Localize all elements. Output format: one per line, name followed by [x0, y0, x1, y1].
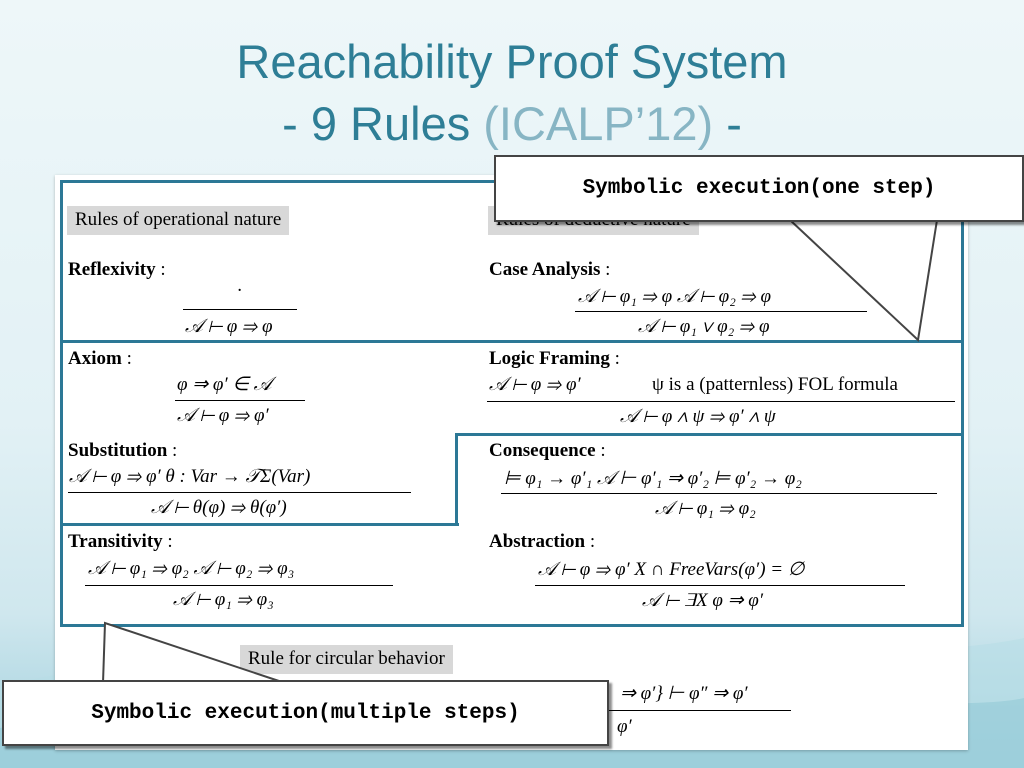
- rule-name-substitution: Substitution :: [68, 440, 178, 461]
- logic-framing-rule-bar: [487, 401, 955, 402]
- reflexivity-rule-bar: [183, 309, 297, 310]
- rule-name-case-analysis: Case Analysis :: [489, 259, 611, 280]
- rule-name-logic-framing: Logic Framing :: [489, 348, 620, 369]
- rule-name-transitivity: Transitivity :: [68, 531, 173, 552]
- section-circular: Rule for circular behavior: [240, 645, 453, 674]
- slide-title: Reachability Proof System: [236, 35, 788, 88]
- substitution-premise: 𝒜 ⊢ φ ⇒ φ′ θ : Var → 𝒯Σ(Var): [69, 466, 311, 487]
- substitution-rule-bar: [68, 492, 411, 493]
- case-analysis-rule-bar: [575, 311, 867, 312]
- abstraction-premise: 𝒜 ⊢ φ ⇒ φ′ X ∩ FreeVars(φ′) = ∅: [538, 559, 805, 580]
- circularity-conclusion-fragment: φ′: [617, 716, 632, 737]
- axiom-premise: φ ⇒ φ′ ∈ 𝒜: [177, 374, 272, 395]
- reflexivity-conclusion: 𝒜 ⊢ φ ⇒ φ: [185, 316, 273, 337]
- highlight-frame-bottom: [60, 340, 964, 627]
- abstraction-rule-bar: [535, 585, 905, 586]
- axiom-rule-bar: [175, 400, 305, 401]
- transitivity-premise: 𝒜 ⊢ φ₁ ⇒ φ₂ 𝒜 ⊢ φ₂ ⇒ φ₃: [88, 558, 295, 579]
- consequence-premise: ⊨ φ₁ → φ′₁ 𝒜 ⊢ φ′₁ ⇒ φ′₂ ⊨ φ′₂ → φ₂: [504, 468, 802, 489]
- callout-one-step: Symbolic execution(one step): [494, 155, 1024, 222]
- rule-name-consequence: Consequence :: [489, 440, 606, 461]
- slide-subtitle: - 9 Rules (ICALP’12) -: [282, 97, 742, 150]
- logic-framing-conclusion: 𝒜 ⊢ φ ∧ ψ ⇒ φ′ ∧ ψ: [620, 406, 776, 427]
- transitivity-conclusion: 𝒜 ⊢ φ₁ ⇒ φ₃: [173, 589, 274, 610]
- abstraction-conclusion: 𝒜 ⊢ ∃X φ ⇒ φ′: [642, 590, 763, 611]
- transitivity-rule-bar: [85, 585, 393, 586]
- section-operational: Rules of operational nature: [67, 206, 290, 235]
- consequence-rule-bar: [501, 493, 937, 494]
- substitution-conclusion: 𝒜 ⊢ θ(φ) ⇒ θ(φ′): [151, 497, 287, 518]
- reflexivity-premise: ·: [237, 280, 242, 301]
- case-analysis-conclusion: 𝒜 ⊢ φ₁ ∨ φ₂ ⇒ φ: [638, 316, 770, 337]
- circularity-premise-fragment: ⇒ φ′} ⊢ φ″ ⇒ φ′: [620, 683, 748, 704]
- highlight-divider-left: [60, 523, 459, 527]
- rule-name-reflexivity: Reflexivity :: [68, 259, 166, 280]
- circularity-rule-bar: [595, 710, 791, 711]
- callout-multiple-steps: Symbolic execution(multiple steps): [2, 680, 609, 746]
- rule-name-abstraction: Abstraction :: [489, 531, 596, 552]
- rule-name-axiom: Axiom :: [68, 348, 132, 369]
- axiom-conclusion: 𝒜 ⊢ φ ⇒ φ′: [177, 405, 269, 426]
- consequence-conclusion: 𝒜 ⊢ φ₁ ⇒ φ₂: [655, 498, 756, 519]
- case-analysis-premise: 𝒜 ⊢ φ₁ ⇒ φ 𝒜 ⊢ φ₂ ⇒ φ: [578, 286, 772, 307]
- logic-framing-premise-a: 𝒜 ⊢ φ ⇒ φ′: [489, 374, 581, 395]
- logic-framing-premise-b: ψ is a (patternless) FOL formula: [652, 374, 898, 395]
- highlight-divider-right: [455, 433, 964, 437]
- highlight-divider-vertical: [455, 433, 459, 526]
